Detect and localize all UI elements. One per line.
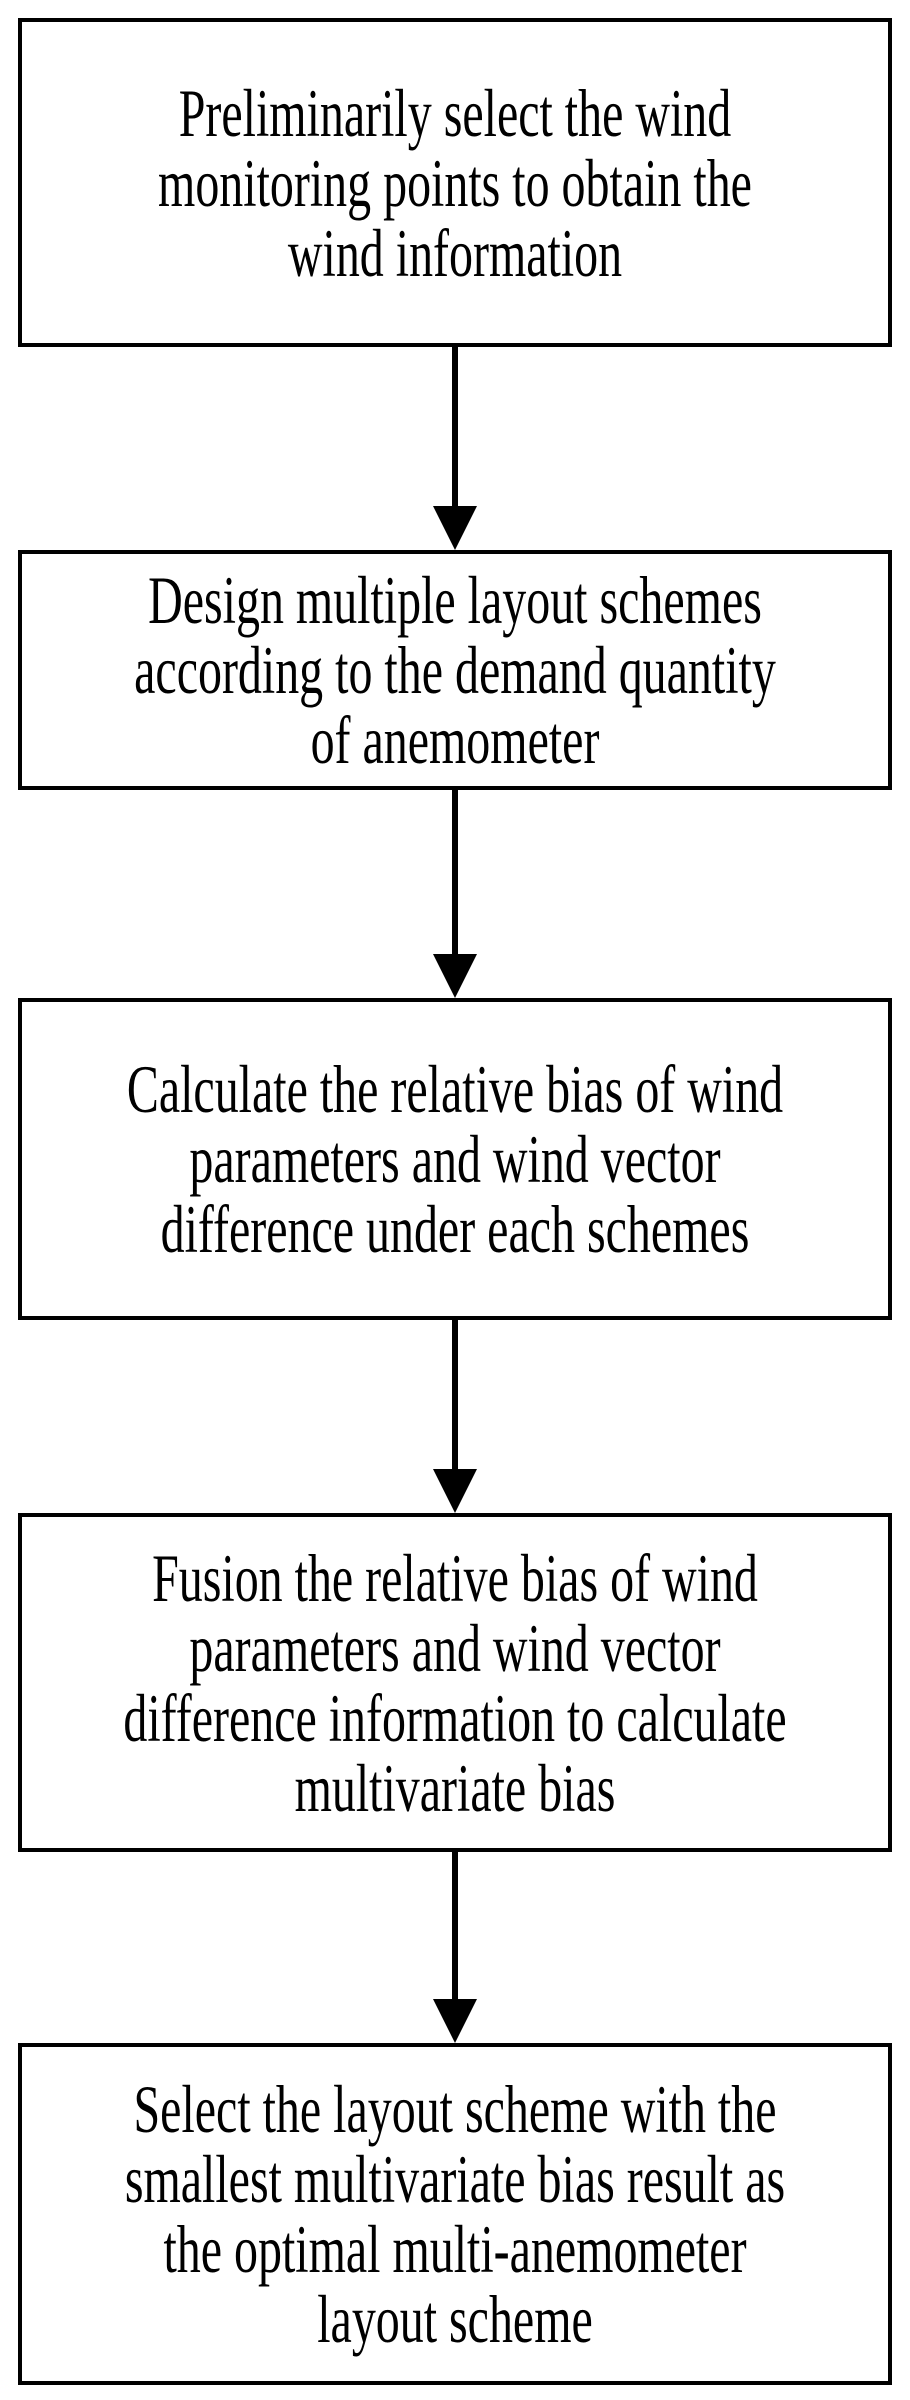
flow-step-3: Calculate the relative bias of wind para… (18, 998, 892, 1320)
flow-step-4-label: Fusion the relative bias of wind paramet… (123, 1539, 787, 1826)
flow-step-2-label: Design multiple layout schemes according… (134, 562, 776, 778)
flow-step-5-label: Select the layout scheme with the smalle… (124, 2071, 786, 2357)
arrowhead-down-icon (433, 506, 477, 550)
flow-step-4: Fusion the relative bias of wind paramet… (18, 1513, 892, 1852)
flow-step-1: Preliminarily select the wind monitoring… (18, 18, 892, 347)
arrowhead-down-icon (433, 1999, 477, 2043)
flow-step-2: Design multiple layout schemes according… (18, 550, 892, 790)
arrowhead-down-icon (433, 954, 477, 998)
flow-step-5: Select the layout scheme with the smalle… (18, 2043, 892, 2385)
arrow-stem-2 (452, 790, 458, 955)
arrowhead-down-icon (433, 1469, 477, 1513)
flow-step-1-label: Preliminarily select the wind monitoring… (158, 74, 752, 291)
arrow-stem-3 (452, 1320, 458, 1470)
arrow-stem-4 (452, 1852, 458, 2000)
arrow-stem-1 (452, 347, 458, 507)
flow-step-3-label: Calculate the relative bias of wind para… (126, 1051, 784, 1267)
